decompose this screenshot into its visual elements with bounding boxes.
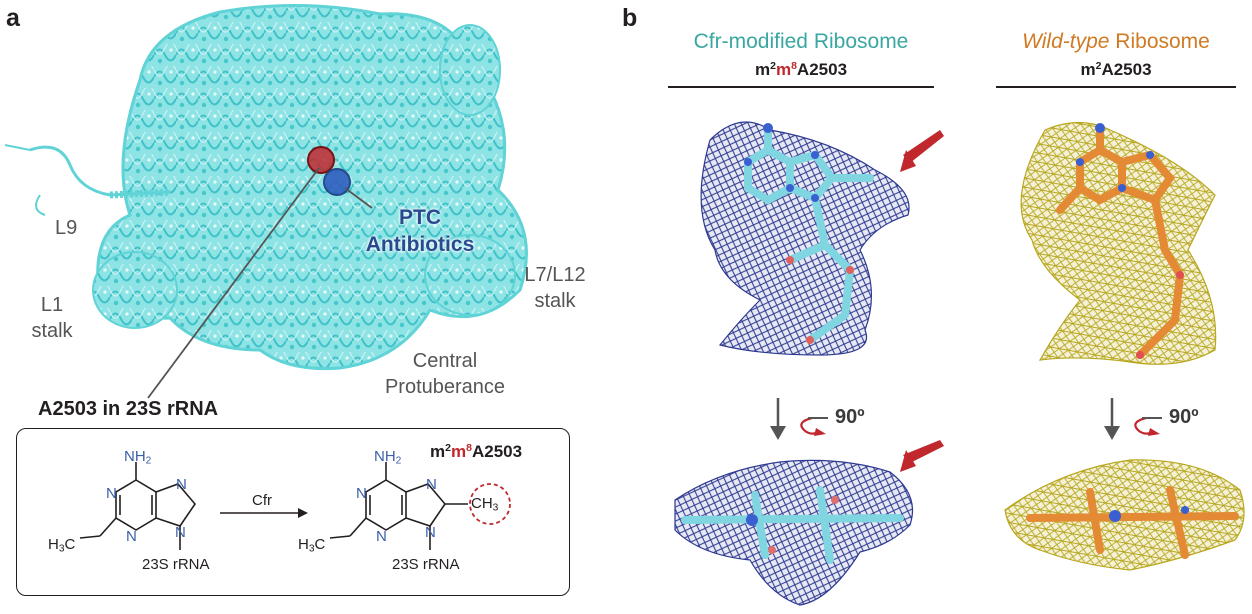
wt-column-rule <box>996 86 1236 88</box>
wt-column-title: Wild-type Ribosome <box>1022 30 1210 53</box>
right-n1: N <box>356 485 367 502</box>
a2503-leader-line <box>147 167 320 399</box>
l9-helix <box>29 145 171 197</box>
left-n3: N <box>126 528 137 545</box>
wt-column-subtitle: m2A2503 <box>1080 60 1152 79</box>
right-h3c: H3C <box>298 536 326 555</box>
cfr-column-rule <box>668 86 934 88</box>
ptc-leader-line <box>344 187 373 209</box>
left-h3c: H3C <box>48 536 76 555</box>
left-rrna-label: 23S rRNA <box>142 556 210 573</box>
l1-stalk-lobe <box>92 251 178 329</box>
cfr-column-subtitle: m2m8A2503 <box>754 60 848 79</box>
cfr-rotation-icon <box>770 398 828 440</box>
left-nh2: NH2 <box>124 448 152 467</box>
right-n7: N <box>426 476 437 493</box>
left-n9: N <box>175 524 186 541</box>
right-adenine-bonds <box>329 462 468 550</box>
wt-top-density <box>1020 121 1217 365</box>
label-l9: L9 <box>55 217 78 239</box>
left-adenine-bonds <box>79 462 197 550</box>
chemical-scheme-box <box>16 428 570 596</box>
reaction-arrow-label: Cfr <box>252 492 272 509</box>
cfr-rotation-label: 90º <box>835 406 865 428</box>
cfr-column-title: Cfr-modified Ribosome <box>693 30 909 53</box>
wt-rotation-label: 90º <box>1169 406 1199 428</box>
panel-b-letter: b <box>622 4 638 32</box>
chemical-structures-drawing <box>79 462 511 550</box>
left-n7: N <box>176 476 187 493</box>
panel-a-letter: a <box>6 4 20 32</box>
right-nh2: NH2 <box>374 448 402 467</box>
ribosome-structure-image <box>4 3 528 399</box>
cfr-top-density <box>700 121 910 356</box>
cfr-side-arrow <box>903 440 944 463</box>
right-rrna-label: 23S rRNA <box>392 556 460 573</box>
l7-stalk-lobe <box>424 234 516 316</box>
ptc-site-marker <box>323 168 351 196</box>
left-n1: N <box>106 485 117 502</box>
density-maps-drawing <box>674 121 1245 606</box>
a2503-title: A2503 in 23S rRNA <box>38 398 219 420</box>
upper-lobe <box>439 24 501 116</box>
right-n9: N <box>425 524 436 541</box>
wt-rotation-icon <box>1104 398 1162 440</box>
scheme-title: m2m8A2503 <box>430 442 523 461</box>
right-ch3: CH3 <box>471 495 499 514</box>
methyl-highlight-circle <box>469 483 511 525</box>
cfr-top-arrow <box>903 130 944 163</box>
right-n3: N <box>376 528 387 545</box>
cfr-side-density <box>674 459 914 606</box>
wt-side-density <box>1004 459 1245 571</box>
